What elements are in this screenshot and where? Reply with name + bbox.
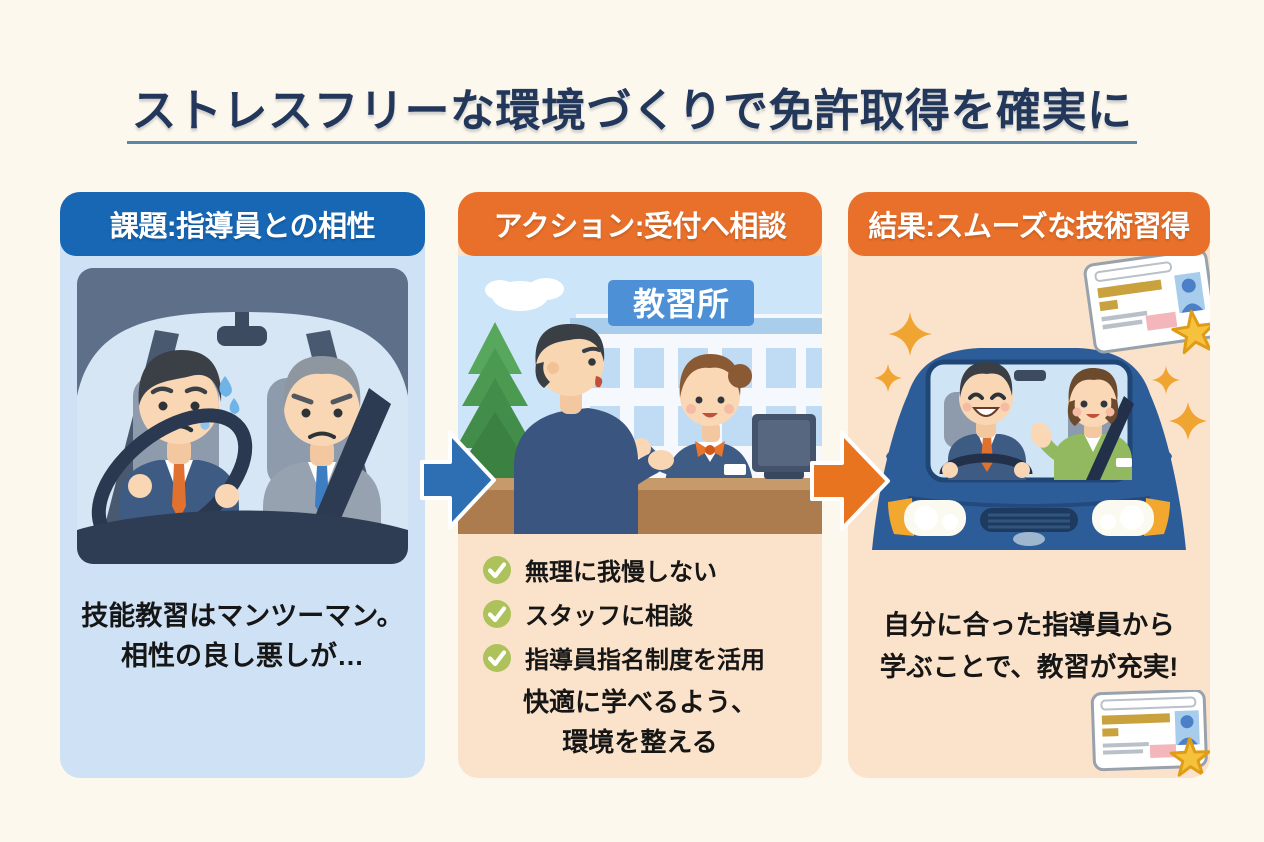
rearview-mirror <box>217 326 267 346</box>
driving-school-sign: 教習所 <box>608 280 754 326</box>
cloud-icon <box>485 278 564 311</box>
sweat-drop-icon <box>219 376 232 397</box>
blue-car-front <box>872 348 1186 550</box>
title-underline <box>127 141 1137 144</box>
gold-star-icon <box>1171 309 1210 355</box>
reception-counter <box>458 486 822 534</box>
happy-student-driver <box>948 362 1026 480</box>
friendly-instructor <box>1030 368 1134 480</box>
driving-school-sign-text: 教習所 <box>633 286 729 322</box>
panel-action: アクション:受付へ相談 <box>458 192 822 778</box>
checkmark-circle-icon <box>482 643 512 673</box>
panel-result-text: 自分に合った指導員から 学ぶことで、教習が充実! <box>879 610 1179 682</box>
reception-scene-illustration: 教習所 <box>458 256 822 534</box>
dashboard <box>77 510 408 564</box>
check-label: 無理に我慢しない <box>525 559 717 586</box>
car-roof <box>77 268 408 396</box>
consulting-student <box>514 324 674 534</box>
checklist: 無理に我慢しない スタッフに相談 指導員指名制度を活用 <box>482 552 812 684</box>
checkmark-circle-icon <box>482 599 512 629</box>
license-card-icon-bottom <box>1090 690 1210 778</box>
arrow-right-icon-orange <box>810 427 892 540</box>
panel-problem-header: 課題:指導員との相性 <box>60 192 425 256</box>
arrow-right-icon-blue <box>420 427 498 538</box>
check-item: スタッフに相談 <box>482 596 812 631</box>
panel-action-text: 快適に学べるよう、 環境を整える <box>522 687 757 757</box>
waving-hand <box>1030 422 1052 448</box>
sparkle-icon <box>874 312 1207 440</box>
panel-action-header: アクション:受付へ相談 <box>458 192 822 256</box>
check-label: 指導員指名制度を活用 <box>525 647 765 674</box>
gold-star-icon <box>1169 737 1210 777</box>
check-item: 無理に我慢しない <box>482 552 812 587</box>
panel-result-header: 結果:スムーズな技術習得 <box>848 192 1210 256</box>
headlight-right <box>1092 498 1170 536</box>
panel-problem: 課題:指導員との相性 <box>60 192 425 778</box>
panel-problem-text: 技能教習はマンツーマン。 相性の良し悪しが… <box>81 601 404 671</box>
computer-monitor <box>752 414 816 479</box>
check-label: スタッフに相談 <box>525 603 693 630</box>
checkmark-circle-icon <box>482 555 512 585</box>
panel-result: 結果:スムーズな技術習得 <box>848 192 1210 778</box>
happy-driving-illustration <box>848 252 1210 552</box>
page-title: ストレスフリーな環境づくりで免許取得を確実に <box>131 85 1133 136</box>
license-card-icon <box>1083 252 1210 355</box>
headlight-left <box>888 498 966 536</box>
car-interior-illustration <box>77 268 408 564</box>
check-item: 指導員指名制度を活用 <box>482 640 812 675</box>
